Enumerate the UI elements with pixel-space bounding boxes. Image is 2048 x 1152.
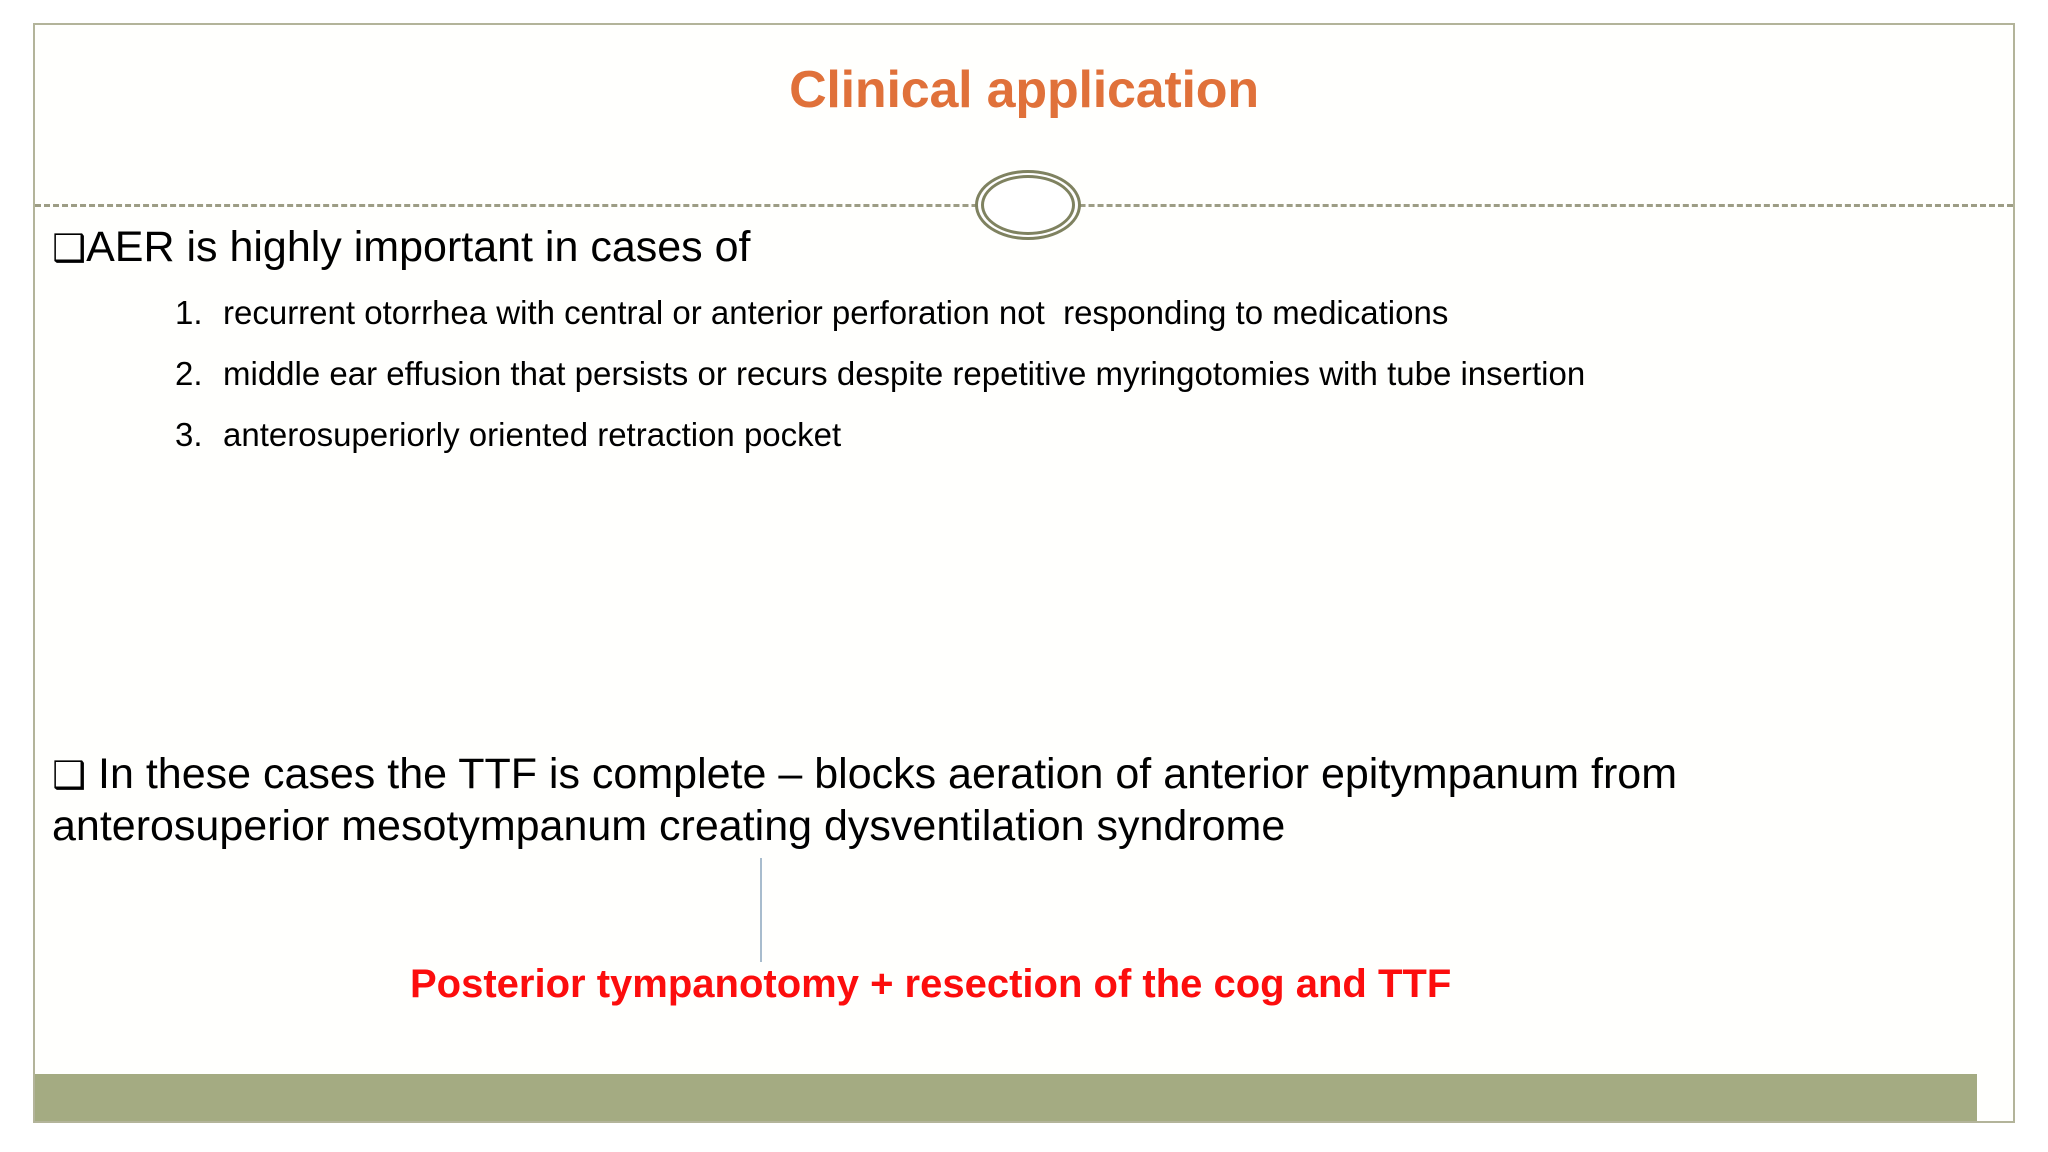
list-item: 1. recurrent otorrhea with central or ant…: [175, 290, 1875, 337]
oval-ornament-icon: [975, 170, 1081, 240]
list-item-number: 3.: [175, 415, 203, 453]
list-item-number: 2.: [175, 354, 203, 392]
bullet-ttf: ❑ In these cases the TTF is complete – b…: [52, 748, 1952, 853]
bullet-ttf-label: In these cases the TTF is complete – blo…: [52, 750, 1713, 851]
list-item-label: anterosuperiorly oriented retraction poc…: [223, 415, 842, 453]
list-item: 2. middle ear effusion that persists or r…: [175, 351, 1875, 398]
oval-inner-ring: [981, 175, 1075, 235]
square-bullet-icon: ❑: [52, 753, 87, 797]
list-item-label: middle ear effusion that persists or rec…: [223, 354, 1586, 392]
list-item-label: recurrent otorrhea with central or anter…: [223, 294, 1449, 331]
numbered-list: 1. recurrent otorrhea with central or ant…: [175, 290, 1875, 473]
page-title: Clinical application: [789, 61, 1259, 119]
bullet-aer: ❑AER is highly important in cases of: [52, 222, 750, 273]
list-item: 3. anterosuperiorly oriented retraction p…: [175, 412, 1875, 459]
bullet-aer-label: AER is highly important in cases of: [86, 223, 751, 271]
conclusion-text: Posterior tympanotomy + resection of the…: [410, 962, 1452, 1006]
connector-line: [760, 858, 762, 962]
bottom-band: [35, 1074, 1977, 1121]
list-item-number: 1.: [175, 294, 203, 331]
square-bullet-icon: ❑: [52, 226, 87, 270]
